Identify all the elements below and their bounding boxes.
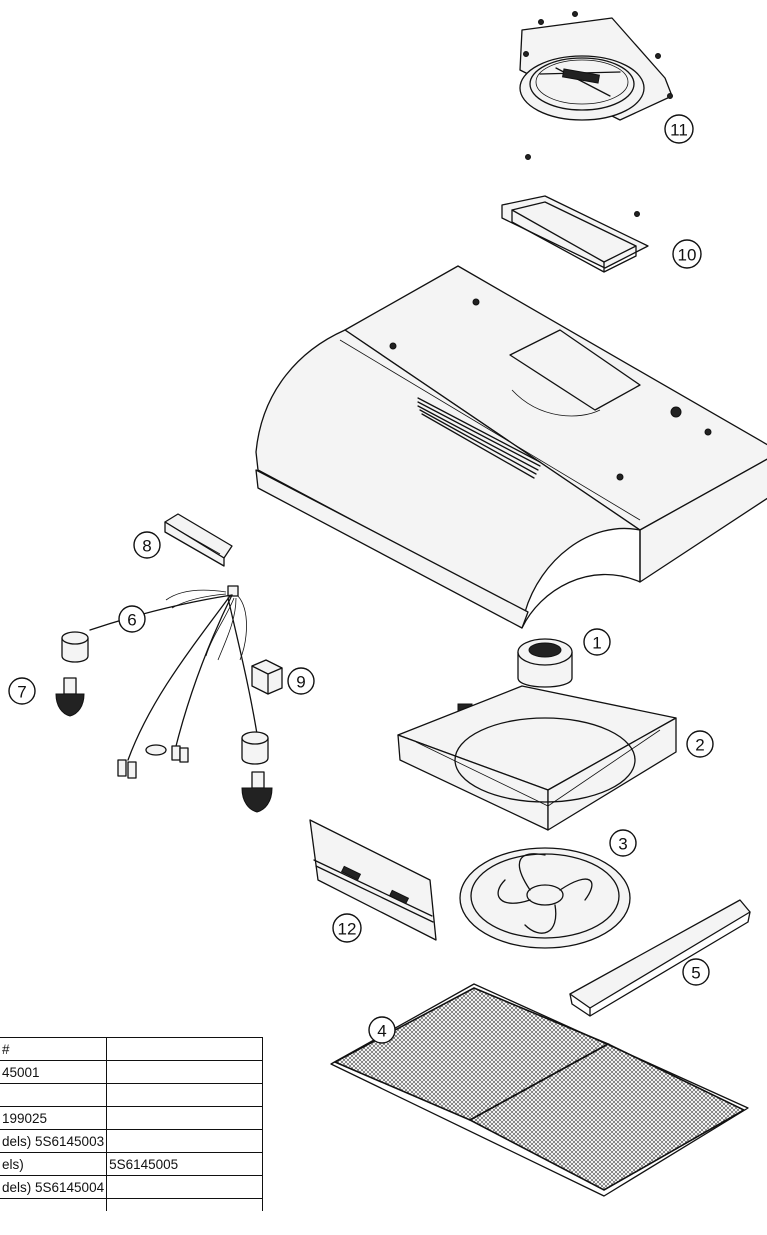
part-3-fan-blade xyxy=(459,847,631,949)
part-4-grease-filters xyxy=(330,983,749,1197)
callout-2: 2 xyxy=(686,730,714,758)
svg-text:9: 9 xyxy=(296,673,305,692)
svg-text:11: 11 xyxy=(670,121,688,140)
part-6-wiring-harness xyxy=(89,585,259,779)
callout-4: 4 xyxy=(368,1016,396,1044)
part-10-exhaust-connector xyxy=(501,195,649,273)
callout-3: 3 xyxy=(609,829,637,857)
table-cell: 45001 xyxy=(2,1064,40,1080)
callout-5: 5 xyxy=(682,958,710,986)
callout-9: 9 xyxy=(287,667,315,695)
callout-8: 8 xyxy=(133,531,161,559)
svg-text:10: 10 xyxy=(678,246,697,265)
callout-6: 6 xyxy=(118,605,146,633)
part-5-lens-channel xyxy=(569,899,751,1017)
table-cell: 5S6145005 xyxy=(109,1156,179,1172)
table-row: # xyxy=(0,1037,263,1061)
table-cell: dels) 5S6145003 xyxy=(2,1133,105,1149)
svg-text:1: 1 xyxy=(592,634,601,653)
table-row: 199025 xyxy=(0,1106,263,1130)
svg-text:6: 6 xyxy=(127,611,136,630)
part-11-duct-adapter xyxy=(519,11,673,160)
part-2-blower-housing xyxy=(397,685,677,831)
callout-1: 1 xyxy=(583,628,611,656)
svg-text:7: 7 xyxy=(17,683,26,702)
lamp-socket-right xyxy=(241,731,269,765)
table-row: dels) 5S6145003 xyxy=(0,1129,263,1153)
table-row xyxy=(0,1083,263,1107)
svg-text:8: 8 xyxy=(142,537,151,556)
svg-text:5: 5 xyxy=(691,964,700,983)
table-cell: 199025 xyxy=(2,1110,48,1126)
table-cell: dels) 5S6145004 xyxy=(2,1179,105,1195)
callout-10: 10 xyxy=(672,239,702,269)
svg-text:3: 3 xyxy=(618,835,627,854)
part-9-capacitor xyxy=(251,659,283,695)
svg-text:2: 2 xyxy=(695,736,704,755)
callout-12: 12 xyxy=(332,913,362,943)
table-row xyxy=(0,1198,263,1211)
part-7-bulb-right xyxy=(241,771,273,813)
table-row: els) 5S6145005 xyxy=(0,1152,263,1176)
callout-11: 11 xyxy=(664,114,694,144)
vent-slots xyxy=(417,397,541,479)
lamp-socket-left xyxy=(61,631,89,663)
svg-text:4: 4 xyxy=(377,1022,386,1041)
table-row: 45001 xyxy=(0,1060,263,1084)
table-cell: els) xyxy=(2,1156,24,1172)
range-hood-body xyxy=(255,265,767,629)
callout-7: 7 xyxy=(8,677,36,705)
table-row: dels) 5S6145004 xyxy=(0,1175,263,1199)
part-12-cover-panel xyxy=(309,819,437,941)
svg-text:12: 12 xyxy=(338,920,357,939)
part-7-bulb-left xyxy=(55,677,85,717)
part-8-switch xyxy=(164,513,233,567)
table-cell: # xyxy=(2,1041,10,1057)
parts-list-table: # 45001 199025 dels) 5S6145003 els) 5S614… xyxy=(0,1037,263,1211)
